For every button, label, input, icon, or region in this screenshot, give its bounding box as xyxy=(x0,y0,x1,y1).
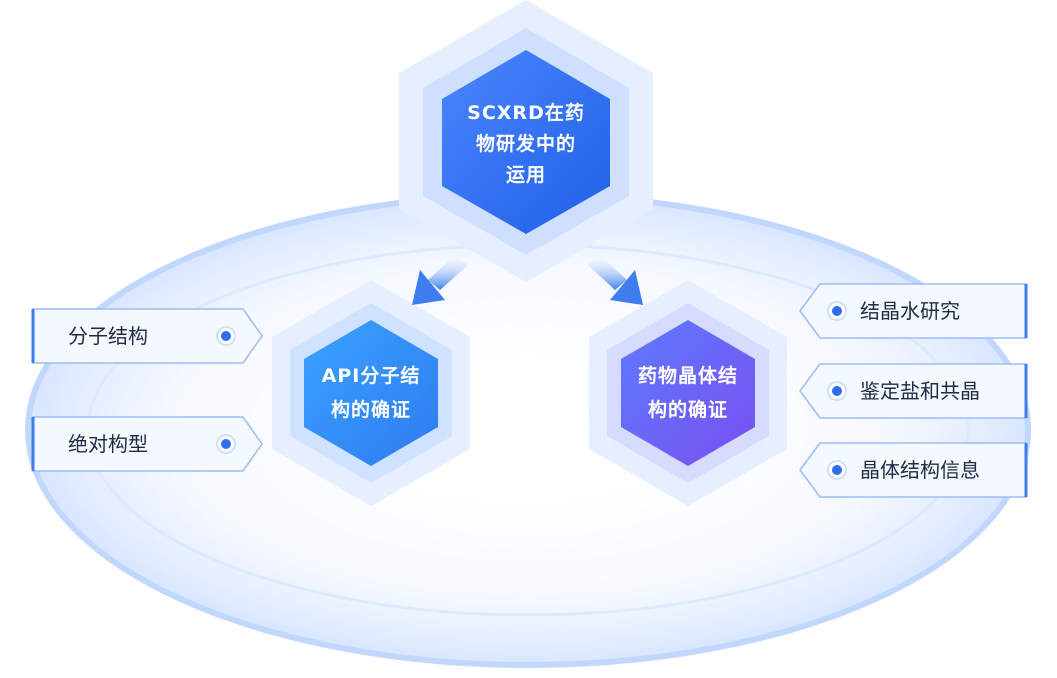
top-node-hexagon xyxy=(399,0,653,282)
top-node-line-1: SCXRD在药 xyxy=(467,101,585,124)
right-tag-1-label: 结晶水研究 xyxy=(860,299,960,323)
left-tag-1-label: 分子结构 xyxy=(68,324,148,348)
right-node-hexagon xyxy=(589,280,787,506)
right-tag-3 xyxy=(799,442,1028,498)
top-node-label: SCXRD在药 物研发中的 运用 xyxy=(446,96,606,192)
right-node-label: 药物晶体结 构的确证 xyxy=(615,355,761,431)
top-node-line-2: 物研发中的 xyxy=(475,132,576,155)
left-node-line-2: 构的确证 xyxy=(330,399,411,421)
left-tag-1 xyxy=(31,308,263,364)
left-tag-2 xyxy=(31,416,263,472)
right-tag-2-label: 鉴定盐和共晶 xyxy=(860,379,980,403)
arrow-right xyxy=(588,255,643,305)
arrow-left xyxy=(412,255,468,305)
right-node-line-1: 药物晶体结 xyxy=(637,365,738,387)
right-tag-1 xyxy=(799,283,1028,339)
right-tag-2 xyxy=(799,363,1028,419)
right-node-line-2: 构的确证 xyxy=(647,399,728,421)
left-node-line-1: API分子结 xyxy=(321,365,421,387)
left-node-label: API分子结 构的确证 xyxy=(300,355,442,431)
top-node-line-3: 运用 xyxy=(505,163,546,186)
left-tag-2-label: 绝对构型 xyxy=(68,432,148,456)
right-tag-3-label: 晶体结构信息 xyxy=(860,458,980,482)
left-node-hexagon xyxy=(272,280,470,506)
